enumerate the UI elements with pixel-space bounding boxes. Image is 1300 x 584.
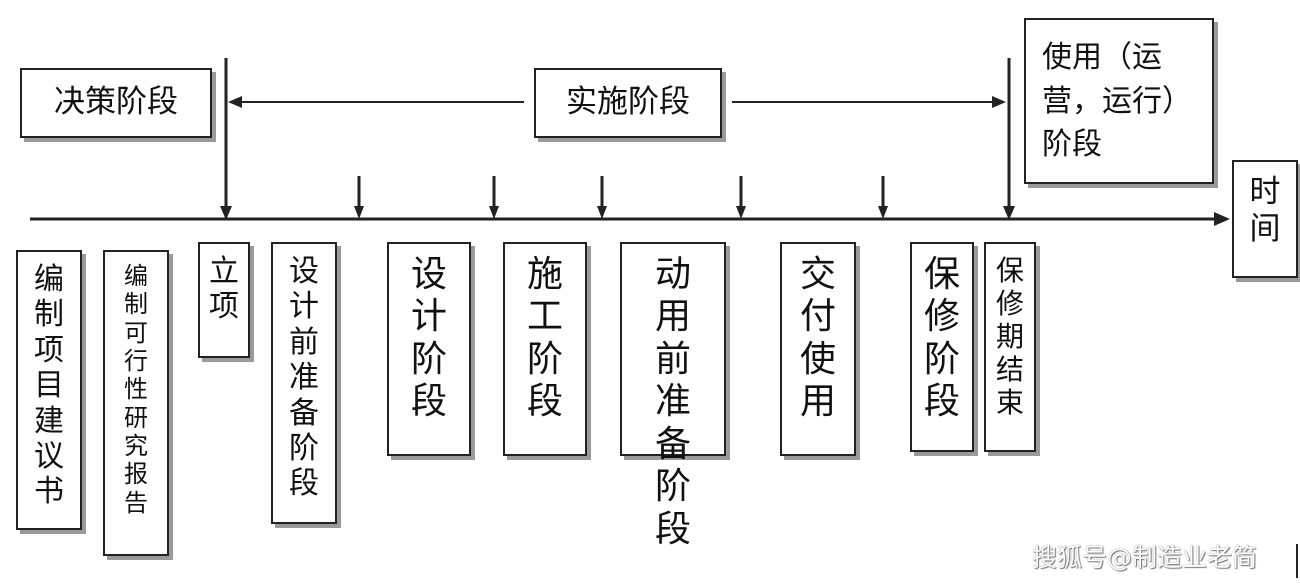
stage-box-feasibility-report: 编制可行性研究报告 xyxy=(103,250,169,556)
implementation-phase-label: 实施阶段 xyxy=(566,84,690,121)
stage-box-pre-use-preparation: 动用前准备阶段 xyxy=(620,242,726,550)
milestone-tick-arrowhead-4 xyxy=(736,206,746,219)
stage-label-warranty: 保修阶段 xyxy=(923,254,960,423)
decision-phase-label: 决策阶段 xyxy=(54,84,178,121)
stage-box-project-approval: 立项 xyxy=(198,242,250,358)
milestone-tick-arrowhead-1 xyxy=(354,206,364,219)
stage-box-warranty-end: 保修期结束 xyxy=(984,242,1036,452)
use-phase-label: 使用（运营，运行）阶段 xyxy=(1042,40,1192,162)
decision-phase-box: 决策阶段 xyxy=(20,68,212,138)
stage-label-handover: 交付使用 xyxy=(799,254,836,423)
use-divider-arrowhead xyxy=(1003,206,1015,220)
time-axis-label: 时间 xyxy=(1249,174,1281,247)
stage-label-project-proposal: 编制项目建议书 xyxy=(34,262,64,510)
stage-box-warranty: 保修阶段 xyxy=(910,242,974,452)
text-cursor xyxy=(1296,544,1298,578)
stage-label-pre-use-preparation: 动用前准备阶段 xyxy=(654,254,691,550)
time-axis-box: 时间 xyxy=(1232,160,1298,278)
use-phase-box: 使用（运营，运行）阶段 xyxy=(1024,18,1214,184)
decision-divider-arrowhead xyxy=(220,206,232,220)
stage-label-project-approval: 立项 xyxy=(209,254,239,325)
stage-box-handover: 交付使用 xyxy=(780,242,856,456)
milestone-tick-arrowhead-5 xyxy=(878,206,888,219)
stage-box-pre-design-preparation: 设计前准备阶段 xyxy=(271,242,337,524)
milestone-tick-arrowhead-2 xyxy=(489,206,499,219)
milestone-tick-arrowhead-3 xyxy=(597,206,607,219)
stage-label-warranty-end: 保修期结束 xyxy=(995,254,1024,420)
stage-box-project-proposal: 编制项目建议书 xyxy=(16,250,82,530)
stage-label-design: 设计阶段 xyxy=(410,254,447,423)
stage-box-design: 设计阶段 xyxy=(387,242,471,456)
stage-label-pre-design-preparation: 设计前准备阶段 xyxy=(289,254,319,502)
time-axis-arrowhead xyxy=(1214,212,1230,226)
implementation-phase-box: 实施阶段 xyxy=(534,68,722,138)
stage-label-feasibility-report: 编制可行性研究报告 xyxy=(124,262,148,517)
implementation-span-left-arrowhead xyxy=(228,96,242,108)
stage-box-construction: 施工阶段 xyxy=(503,242,587,456)
implementation-span-right-arrowhead xyxy=(992,96,1006,108)
stage-label-construction: 施工阶段 xyxy=(526,254,563,423)
watermark: 搜狐号@制造业老简 xyxy=(1032,543,1258,572)
